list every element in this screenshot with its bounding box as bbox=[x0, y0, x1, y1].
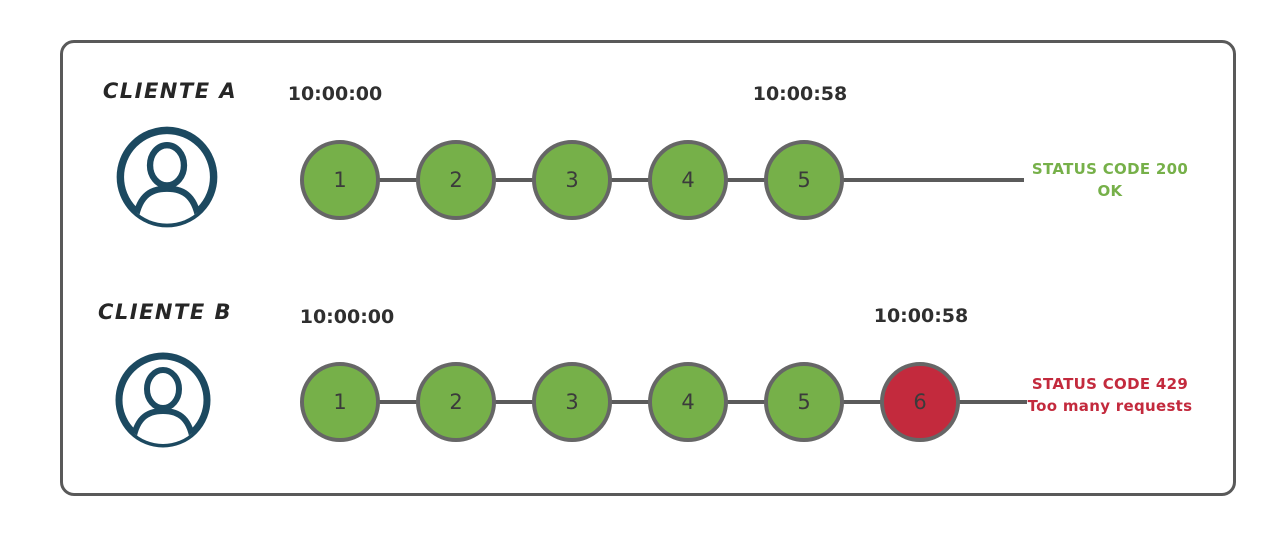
request-circle: 5 bbox=[764, 140, 844, 220]
timestamp-end: 10:00:58 bbox=[752, 83, 848, 105]
diagram-frame bbox=[60, 40, 1236, 496]
request-circle: 2 bbox=[416, 362, 496, 442]
request-circle: 5 bbox=[764, 362, 844, 442]
request-circle: 1 bbox=[300, 140, 380, 220]
client-a-label: CLIENTE A bbox=[102, 79, 238, 103]
status-annotation-a: STATUS CODE 200 OK bbox=[1025, 159, 1195, 203]
status-annotation-b: STATUS CODE 429 Too many requests bbox=[1025, 374, 1195, 418]
request-circle: 4 bbox=[648, 140, 728, 220]
request-circle: 3 bbox=[532, 362, 612, 442]
status-detail-text: OK bbox=[1097, 181, 1123, 200]
request-circle: 4 bbox=[648, 362, 728, 442]
timestamp-end: 10:00:58 bbox=[873, 305, 969, 327]
request-circle: 2 bbox=[416, 140, 496, 220]
timestamp-start: 10:00:00 bbox=[299, 306, 395, 328]
client-b-label: CLIENTE B bbox=[97, 300, 232, 324]
request-circle: 6 bbox=[880, 362, 960, 442]
request-circle: 3 bbox=[532, 140, 612, 220]
timestamp-start: 10:00:00 bbox=[287, 83, 383, 105]
request-circle: 1 bbox=[300, 362, 380, 442]
user-avatar-icon bbox=[113, 350, 213, 450]
status-detail-text: Too many requests bbox=[1027, 396, 1193, 415]
status-code-text: STATUS CODE 429 bbox=[1031, 375, 1189, 393]
user-avatar-icon bbox=[114, 124, 220, 230]
status-code-text: STATUS CODE 200 bbox=[1031, 160, 1189, 178]
